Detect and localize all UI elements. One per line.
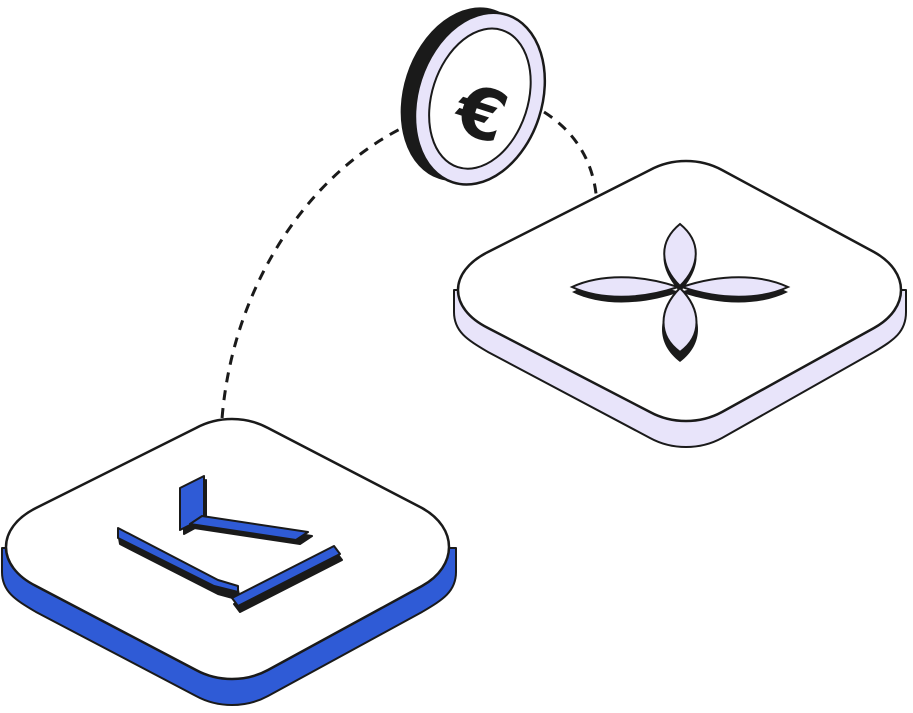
coin-inner-ring — [428, 27, 532, 170]
dashed-path-to-coin — [219, 126, 403, 437]
dashed-path-from-coin — [543, 110, 599, 215]
target-tile — [453, 159, 907, 448]
source-tile — [1, 417, 457, 706]
source-tile-top — [4, 417, 451, 681]
euro-coin — [400, 7, 547, 186]
ki-logo-icon — [117, 475, 343, 613]
four-petal-flower-icon — [569, 222, 791, 362]
